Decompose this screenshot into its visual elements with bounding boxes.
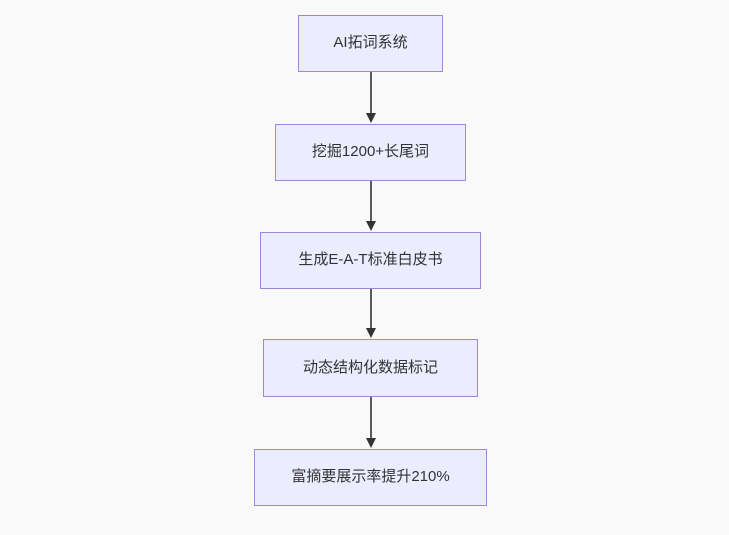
flow-node-rich-snippet-result: 富摘要展示率提升210%	[254, 449, 487, 506]
flow-arrow-3	[366, 289, 376, 338]
flow-node-label: AI拓词系统	[333, 34, 408, 52]
flow-node-structured-data-markup: 动态结构化数据标记	[263, 339, 478, 397]
flow-arrow-4	[366, 397, 376, 448]
flow-node-label: 富摘要展示率提升210%	[291, 468, 450, 486]
flow-node-ai-keyword-system: AI拓词系统	[298, 15, 443, 72]
flow-node-label: 生成E-A-T标准白皮书	[298, 251, 443, 269]
flow-node-longtail-mining: 挖掘1200+长尾词	[275, 124, 466, 181]
flow-node-label: 动态结构化数据标记	[302, 358, 438, 376]
flow-node-label: 挖掘1200+长尾词	[311, 143, 430, 161]
flow-arrow-1	[366, 72, 376, 123]
flow-arrow-2	[366, 181, 376, 231]
flow-node-eat-whitepaper: 生成E-A-T标准白皮书	[260, 232, 481, 289]
